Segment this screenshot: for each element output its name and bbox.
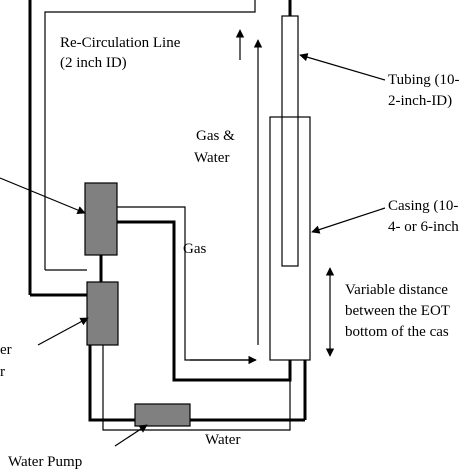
lower-separator-pointer [37,317,89,346]
water-pump-pointer [114,424,148,447]
tubing-pointer-arrow [299,53,386,81]
water-pump [134,403,191,427]
lower-separator [86,281,119,346]
casing-label-1: Casing (10- [388,198,458,214]
recirc-label-2: (2 inch ID) [60,55,127,71]
left-partial-label-2: r [0,364,5,380]
gas-water-line [117,220,292,382]
recirc-label-1: Re-Circulation Line [60,35,181,51]
gas-water-label-2: Water [194,150,229,166]
tubing [281,15,299,267]
variable-label-2: between the EOT [345,303,450,319]
tubing-label-2: 2-inch-ID) [388,93,452,109]
casing-label-2: 4- or 6-inch [388,219,459,235]
upper-separator [84,182,118,256]
gas-water-label-1: Gas & [196,128,235,144]
water-line-inner [88,345,135,422]
recirculation-inner-line [44,0,256,270]
water-line-outer [102,345,291,431]
variable-label-1: Variable distance [345,282,448,298]
water-label: Water [205,432,240,448]
water-pump-label: Water Pump [8,454,82,470]
gas-label: Gas [183,241,206,257]
left-partial-label-1: er [0,342,12,358]
variable-label-3: bottom of the cas [345,324,449,340]
casing-pointer-arrow [311,207,386,234]
gas-line-outer [117,206,256,361]
tubing-label-1: Tubing (10- [388,72,460,88]
upper-separator-pointer [0,177,86,215]
